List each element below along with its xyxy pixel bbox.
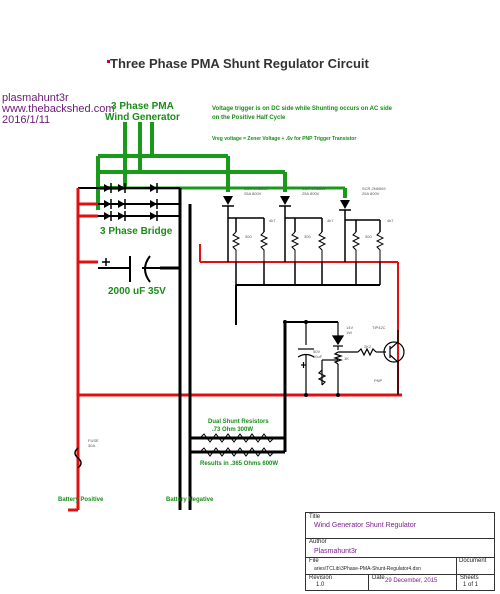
resistor-300-label: 300 [365,234,372,239]
scr-label-3: SCR 2N6509 25A 800V [362,186,386,196]
diode [150,212,157,220]
title-bullet [107,60,110,63]
fuse-symbol [74,447,82,469]
capacitor-label: 2000 uF 35V [108,286,166,297]
title-block-author-value: Plasmahunt3r [314,548,358,555]
battery-positive-label: Battery Positive [58,497,104,503]
transistor-label: TIP42C [372,325,386,330]
generator-label: 3 Phase PMA Wind Generator [105,101,180,123]
title-block-title-label: Title [309,514,321,520]
shunt-resistors [199,433,275,457]
shunt-resistance-label: .73 Ohm 300W [212,427,254,433]
title-block-file-label: File [309,558,319,564]
junction-dots [283,320,340,397]
resistor-2k2-label: 2K2 [364,344,372,349]
diode [104,184,111,192]
diode [118,184,125,192]
bridge-diodes [104,184,157,220]
scr-label-1: SCR 2N6509 25A 800V [244,186,268,196]
scr-array [222,196,385,262]
pnp-label: PNP [374,378,383,383]
diode [104,200,111,208]
title-block-date-label: Date [372,575,385,581]
gate-resistors [231,231,385,262]
zener-label: 14V 1W [346,325,354,335]
bridge-label: 3 Phase Bridge [100,226,173,237]
watermark-date: 2016/1/11 [2,114,51,126]
page-title: Three Phase PMA Shunt Regulator Circuit [110,56,369,71]
scr-symbol [280,196,290,205]
diode [104,212,111,220]
title-block: Title Wind Generator Shunt Regulator Aut… [305,512,495,591]
resistor-4k7-label: 4k7 [327,218,334,223]
diode [118,212,125,220]
scr-label-2: SCR 2N6509 25A 800V [302,186,326,196]
resistor-4k7-label: 4k7 [387,218,394,223]
positive-dc-bus [68,188,402,512]
resistor-4k7-label: 4k7 [269,218,276,223]
title-block-sheets-label: Sheets [460,575,479,581]
fuse-label: FUSE 30A [88,438,99,448]
title-block-revision-label: Revision [309,575,333,581]
resistor-1k-label: 1K [344,356,349,361]
title-block-file-value: aries\TCLib\3Phase-PMA-Shunt-Regulator4.… [314,566,421,572]
main-capacitor [98,255,160,283]
watermark-site: www.thebackshed.com [2,103,115,115]
title-block-revision-value: 1.0 [316,582,325,588]
scr-symbol [223,196,233,205]
scr-symbol [340,200,350,209]
shunt-title-label: Dual Shunt Resistors [208,419,269,425]
title-block-sheets-value: 1 of 1 [463,582,479,588]
diode [150,184,157,192]
note-trigger: Voltage trigger is on DC side while Shun… [212,106,393,121]
diode [118,200,125,208]
title-block-date-value: 29 December, 2015 [385,578,438,584]
bridge-rectifier [78,183,180,221]
trigger-circuit [297,322,405,395]
resistor-300-label: 300 [245,234,252,239]
shunt-result-label: Results in .365 Ohms 600W [200,461,279,467]
note-vreg: Vreg voltage = Zener Voltage + .6v for P… [212,136,357,142]
title-block-title-value: Wind Generator Shunt Regulator [314,522,416,529]
watermark-author: plasmahunt3r [2,92,69,104]
trigger-capacitor-label: 50V 10uF [313,349,323,359]
title-block-document-label: Document [459,558,487,564]
title-block-author-label: Author [309,539,327,545]
battery-negative-label: Battery Negative [166,497,214,503]
diode [150,200,157,208]
resistor-300-label: 300 [304,234,311,239]
